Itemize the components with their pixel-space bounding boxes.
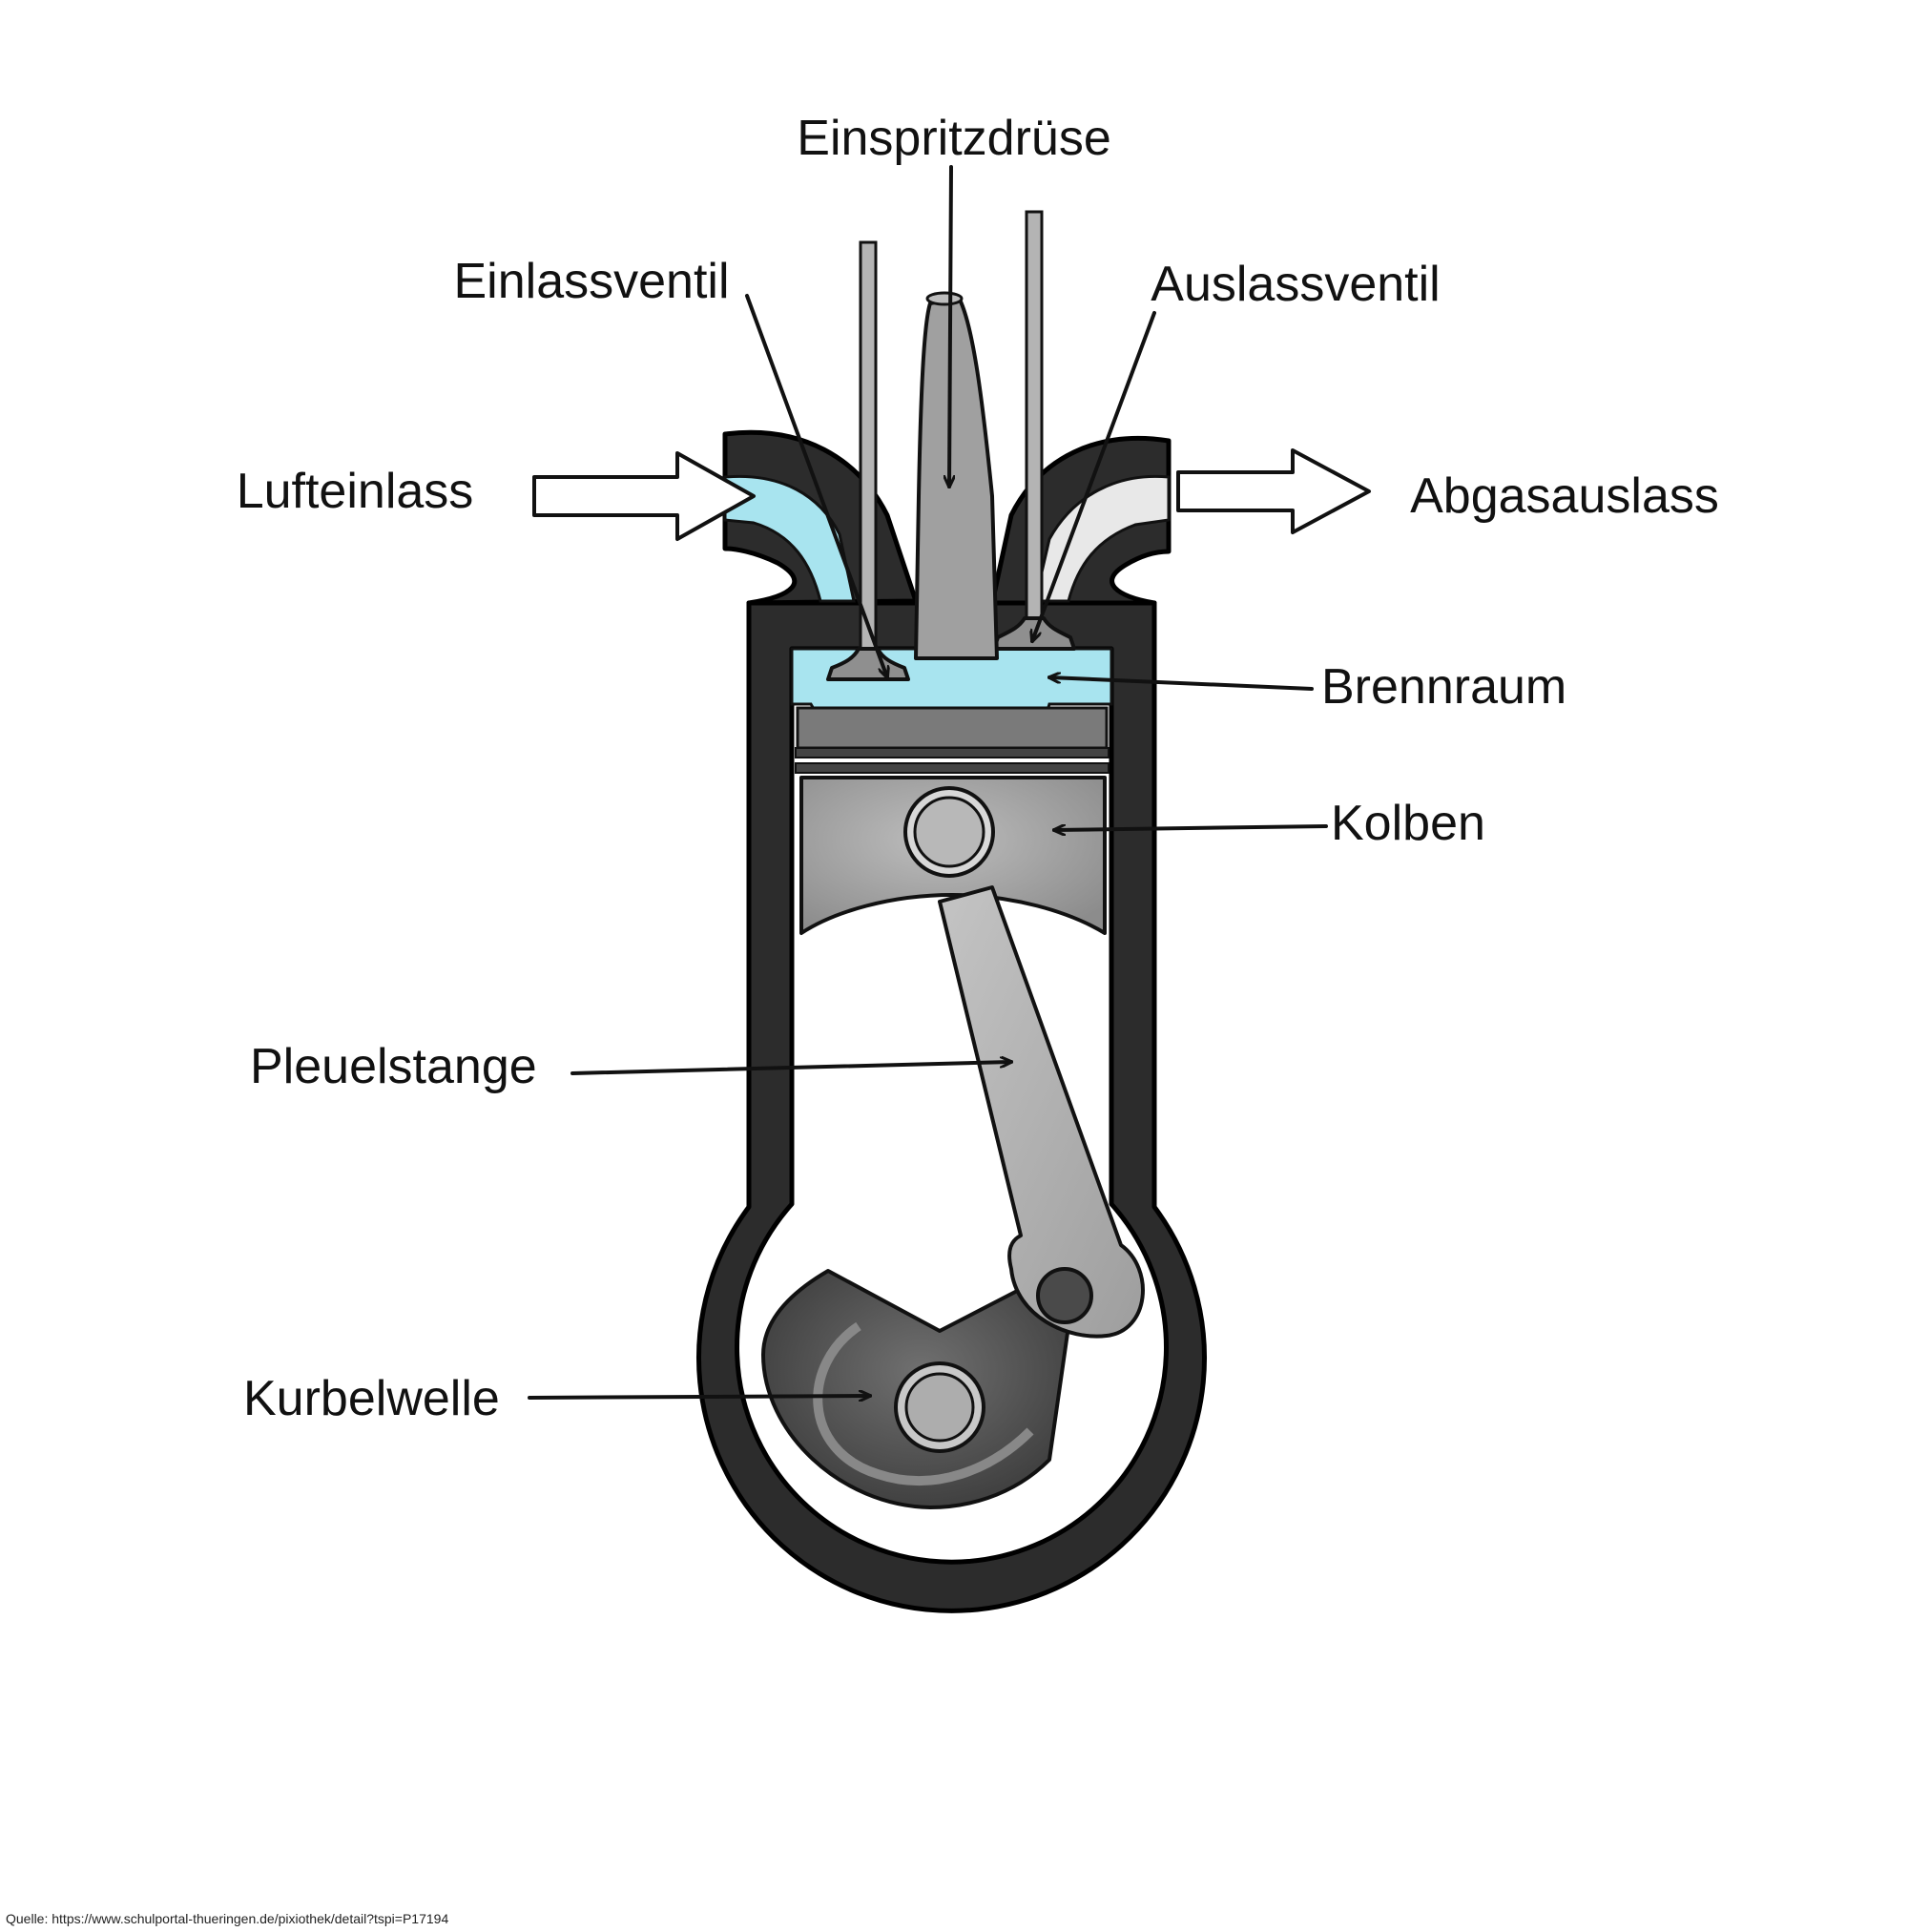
label-combustion-chamber: Brennraum — [1321, 659, 1566, 715]
injector-tip — [925, 291, 964, 306]
air-inlet-arrow — [532, 451, 756, 541]
label-crankshaft: Kurbelwelle — [243, 1371, 500, 1426]
leader-exhaust-valve — [1032, 311, 1156, 641]
leader-crankshaft — [528, 1396, 870, 1398]
label-exhaust-valve: Auslassventil — [1151, 257, 1440, 312]
connecting-rod — [938, 885, 1145, 1339]
leader-injector — [949, 165, 951, 487]
label-connecting-rod: Pleuelstange — [250, 1039, 537, 1094]
crankpin — [1036, 1267, 1093, 1324]
piston-ring-2 — [795, 762, 1110, 774]
crankshaft-main-journal-inner — [904, 1372, 975, 1443]
label-exhaust-outlet: Abgasauslass — [1410, 468, 1719, 524]
piston-pin-inner — [913, 796, 985, 868]
label-injector: Einspritzdrüse — [797, 111, 1110, 166]
intake-air-flow — [723, 474, 856, 603]
leader-intake-valve — [745, 294, 887, 677]
label-intake-valve: Einlassventil — [453, 254, 729, 309]
leader-connecting-rod — [570, 1062, 1011, 1075]
engine-block — [696, 600, 1207, 1613]
label-piston: Kolben — [1331, 796, 1485, 851]
exhaust-valve-stem — [1025, 210, 1044, 643]
leader-piston — [1054, 826, 1328, 830]
crankshaft-counterweight-groove — [813, 1321, 1034, 1485]
leader-combustion-chamber — [1049, 677, 1314, 691]
label-air-inlet: Lufteinlass — [237, 464, 474, 519]
injector-nozzle — [914, 296, 999, 660]
exhaust-outlet-arrow — [1176, 448, 1371, 534]
source-credit: Quelle: https://www.schulportal-thuering… — [6, 1911, 448, 1926]
piston-crown — [796, 706, 1109, 750]
piston-ring-1 — [795, 747, 1110, 758]
